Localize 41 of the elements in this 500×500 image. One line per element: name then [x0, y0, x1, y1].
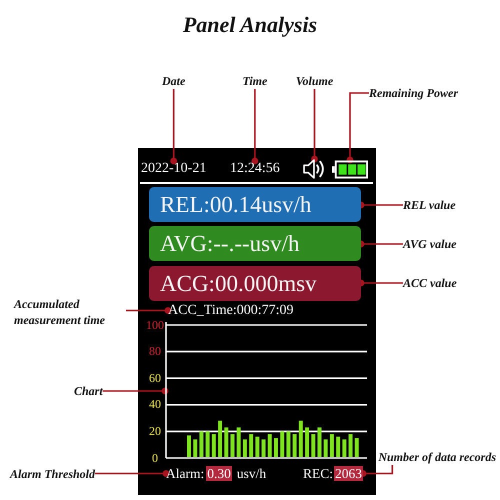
leader-line [346, 92, 369, 164]
reading-panel [149, 187, 361, 222]
callout-label: Date [162, 73, 186, 89]
callout-label: AVG value [403, 236, 456, 252]
leader-line [311, 89, 318, 162]
alarm-value: 0.30 [206, 466, 232, 481]
axis-tick-label: 40 [149, 398, 161, 412]
axis-tick-label: 0 [152, 452, 158, 464]
unit-text: usv/h [236, 466, 266, 481]
time-readout: 12:24:56 [230, 161, 280, 176]
leader-line [252, 89, 258, 164]
callout-label: Time [242, 73, 268, 89]
callout-label: Alarm Threshold [10, 466, 96, 482]
callout-label: Remaining Power [369, 85, 458, 101]
callout-label: ACC value [403, 275, 457, 291]
reading-text: ACG:00.000msv [160, 270, 317, 296]
readout-text: Alarm: [166, 466, 204, 481]
callout-label: Volume [296, 73, 334, 89]
speaker-icon [303, 159, 326, 179]
leader-line [102, 388, 168, 394]
readout-text: REC: [303, 466, 334, 481]
reading-panel [149, 266, 361, 301]
callout-label: Accumulated measurement time [14, 296, 126, 328]
record-count: 2063 [334, 466, 364, 481]
callout-label: Number of data records [378, 449, 496, 465]
leader-line [95, 470, 170, 477]
title: Panel Analysis [182, 12, 318, 37]
callout-label: Chart [74, 383, 103, 399]
date-readout: 2022-10-21 [141, 161, 206, 176]
axis-tick-label: 80 [149, 345, 161, 358]
battery-icon [332, 160, 368, 179]
leader-line [126, 307, 172, 314]
axis-tick-label: 60 [149, 372, 161, 385]
callout-label: REL value [403, 197, 456, 213]
reading-text: REL:00.14usv/h [160, 192, 312, 218]
axis-tick-label: 100 [146, 318, 164, 332]
axis-tick-label: 20 [149, 424, 161, 438]
reading-text: AVG:--.--usv/h [160, 230, 300, 256]
leader-line [170, 89, 178, 164]
reading-panel [149, 226, 361, 261]
timer-readout: ACC_Time:000:77:09 [168, 303, 294, 318]
